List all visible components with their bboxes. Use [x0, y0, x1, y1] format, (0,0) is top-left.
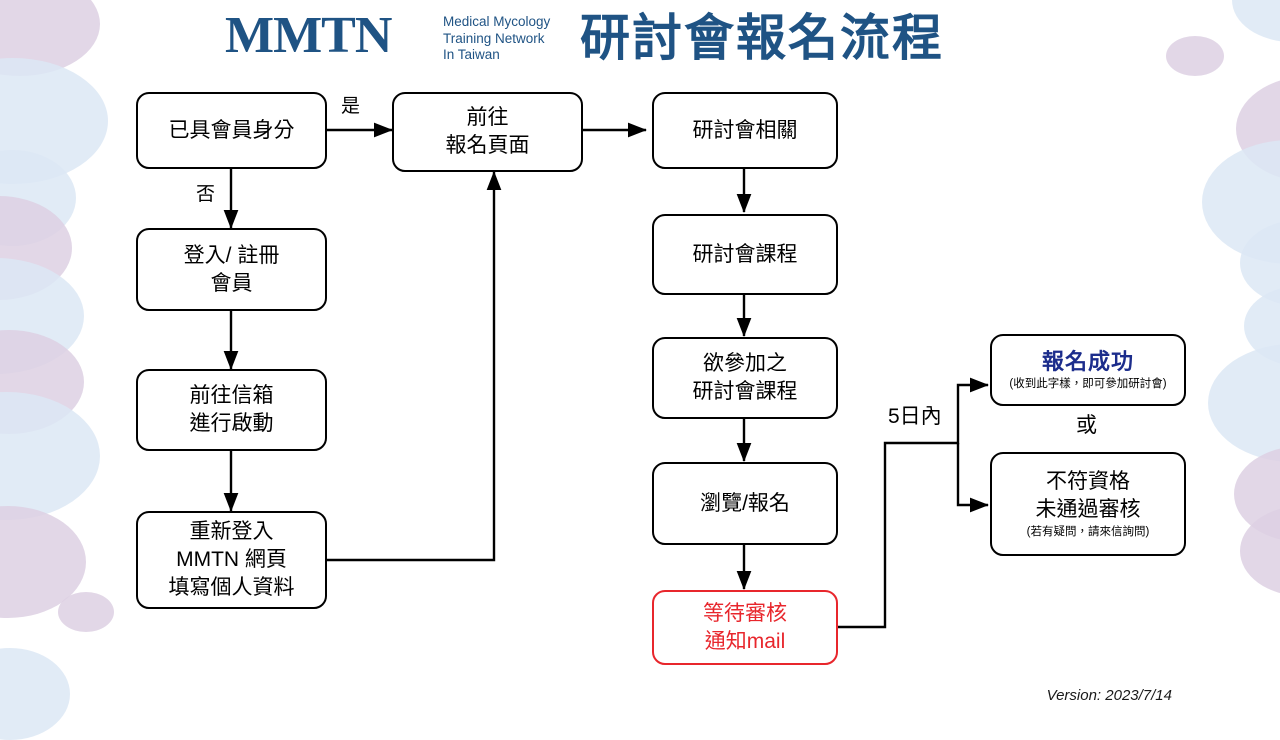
node-browse-signup[interactable]: 瀏覽/報名 — [652, 462, 838, 545]
node-label: 等待審核 通知mail — [703, 601, 787, 653]
node-label: 欲參加之 研討會課程 — [692, 352, 798, 403]
logo-wordmark: MMTN — [225, 7, 392, 64]
version-stamp: Version: 2023/7/14 — [1046, 687, 1172, 704]
edge-label-yes: 是 — [341, 96, 361, 117]
edge-label-within-5-days: 5日內 — [888, 405, 942, 428]
edge-label-or: 或 — [1076, 414, 1097, 437]
node-note: (收到此字樣，即可參加研討會) — [1009, 378, 1167, 390]
connector-layer — [223, 122, 989, 629]
node-label: 不符資格 未通過審核 — [1035, 470, 1141, 521]
node-label: 登入/ 註冊 會員 — [183, 243, 280, 295]
node-label: 前往信箱 進行啟動 — [189, 384, 274, 435]
node-login-register[interactable]: 登入/ 註冊 會員 — [136, 228, 327, 311]
edge-label-no: 否 — [196, 184, 216, 205]
node-has-membership[interactable]: 已具會員身分 — [136, 92, 327, 169]
node-seminar-related[interactable]: 研討會相關 — [652, 92, 838, 169]
node-label: 研討會相關 — [692, 118, 798, 142]
node-label: 前往 報名頁面 — [445, 106, 530, 157]
edge-review-to-success — [836, 377, 989, 629]
node-note: (若有疑問，請來信詢問) — [1026, 526, 1150, 538]
node-registration-success[interactable]: 報名成功 (收到此字樣，即可參加研討會) — [990, 334, 1186, 406]
node-desired-course[interactable]: 欲參加之 研討會課程 — [652, 337, 838, 419]
node-label: 已具會員身分 — [168, 118, 295, 142]
logo-tagline: Medical Mycology Training Network In Tai… — [443, 14, 551, 62]
node-go-mailbox[interactable]: 前往信箱 進行啟動 — [136, 369, 327, 451]
node-relogin-fill-profile[interactable]: 重新登入 MMTN 網頁 填寫個人資料 — [136, 511, 327, 609]
edge-relogin-to-signup — [327, 171, 502, 562]
edge-review-to-fail — [956, 443, 989, 513]
node-await-review[interactable]: 等待審核 通知mail — [652, 590, 838, 665]
node-seminar-course[interactable]: 研討會課程 — [652, 214, 838, 295]
node-label: 瀏覽/報名 — [700, 491, 790, 515]
node-label: 重新登入 MMTN 網頁 填寫個人資料 — [168, 520, 295, 599]
mmtn-logo: MMTN Medical Mycology Training Network I… — [225, 8, 565, 70]
node-not-qualified[interactable]: 不符資格 未通過審核 (若有疑問，請來信詢問) — [990, 452, 1186, 556]
page-title: 研討會報名流程 — [580, 10, 944, 66]
node-go-signup-page[interactable]: 前往 報名頁面 — [392, 92, 583, 172]
node-label: 研討會課程 — [692, 242, 798, 266]
node-label: 報名成功 — [1041, 349, 1134, 374]
